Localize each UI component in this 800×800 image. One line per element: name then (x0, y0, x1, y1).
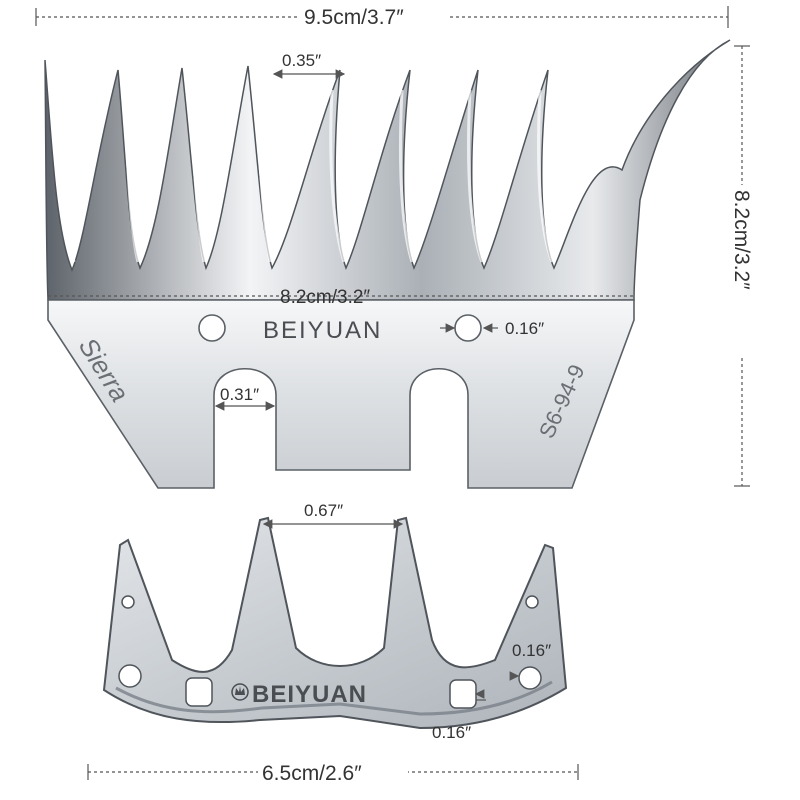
cutter-hole-3 (118, 664, 142, 688)
cutter-body (102, 516, 568, 730)
dimension-annotations (35, 6, 750, 780)
cutter-blade: BEIYUAN (102, 516, 568, 730)
comb-blade: BEIYUAN Sierra S6-94-9 (44, 39, 731, 489)
cutter-hole-lower-label: 0.16″ (432, 723, 471, 742)
cutter-bevel (115, 680, 553, 716)
cutter-hole-upper-label: 0.16″ (512, 641, 551, 660)
comb-brand: BEIYUAN (263, 317, 382, 344)
tooth-highlights (56, 89, 554, 263)
slot-width-label: 0.31″ (220, 385, 259, 404)
tooth-spacing-label: 0.35″ (282, 51, 321, 70)
comb-width-label: 9.5cm/3.7″ (304, 6, 404, 29)
comb-hole-label: 0.16″ (505, 319, 544, 338)
crown-logo-icon (231, 683, 249, 701)
cutter-slot-1 (185, 677, 213, 707)
plate-width-label: 8.2cm/3.2″ (280, 287, 370, 308)
cutter-hole-4 (518, 666, 542, 690)
comb-plate (47, 299, 635, 489)
comb-hole-left (198, 314, 226, 342)
comb-hole-right (454, 314, 482, 342)
cutter-hole-1 (121, 595, 135, 609)
cutter-spacing-label: 0.67″ (304, 501, 343, 520)
cutter-width-label: 6.5cm/2.6″ (262, 762, 362, 785)
comb-height-label: 8.2cm/3.2″ (730, 190, 753, 290)
comb-teeth (44, 39, 731, 301)
crown-logo-shape (235, 686, 245, 695)
cutter-hole-2 (525, 595, 539, 609)
cutter-brand: BEIYUAN (252, 681, 367, 708)
cutter-slot-2 (449, 679, 477, 709)
